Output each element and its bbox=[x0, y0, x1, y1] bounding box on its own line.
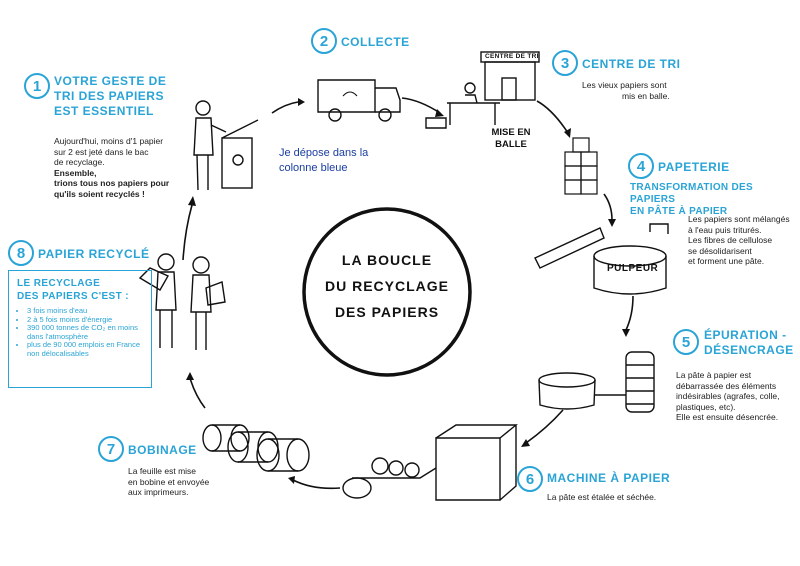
step-5-desc-line: indésirables (agrafes, colle, bbox=[676, 391, 780, 401]
step-1-description: Aujourd'hui, moins d'1 papier sur 2 est … bbox=[54, 136, 169, 199]
step-4-desc-line: à l'eau puis triturés. bbox=[688, 224, 762, 235]
step-7-desc-line: aux imprimeurs. bbox=[128, 487, 189, 497]
step-3-description: Les vieux papiers sont mis en balle. bbox=[582, 80, 670, 101]
deposit-note: Je dépose dans la colonne bleue bbox=[279, 147, 369, 174]
pulper-drawing bbox=[534, 223, 669, 295]
step-1-title-line: TRI DES PAPIERS bbox=[54, 89, 164, 103]
bale-label-line: BALLE bbox=[495, 139, 527, 150]
step-4-subtitle-line: TRANSFORMATION DES PAPIERS bbox=[630, 182, 753, 205]
benefits-item: 390 000 tonnes de CO₂ en moins dans l'at… bbox=[27, 323, 145, 341]
step-4-description: Les papiers sont mélangés à l'eau puis t… bbox=[688, 214, 790, 267]
benefits-list: 3 fois moins d'eau 2 à 5 fois moins d'én… bbox=[9, 306, 151, 358]
step-2-number: 2 bbox=[311, 28, 337, 54]
step-5-desc-line: Elle est ensuite désencrée. bbox=[676, 412, 779, 422]
arrow-bales-to-4 bbox=[603, 193, 613, 221]
benefits-title-line: LE RECYCLAGE bbox=[17, 278, 101, 289]
step-1-desc-bold-line: trions tous nos papiers pour bbox=[54, 178, 170, 188]
step-5-desc-line: La pâte à papier est bbox=[676, 370, 752, 380]
center-circle bbox=[302, 207, 472, 377]
center-title-line: DES PAPIERS bbox=[334, 304, 440, 320]
center-title: LA BOUCLE DU RECYCLAGE DES PAPIERS bbox=[312, 247, 462, 325]
step-5-desc-line: débarrassée des éléments bbox=[676, 380, 777, 391]
step-3-title: CENTRE DE TRI bbox=[582, 57, 681, 71]
person-sorting-drawing bbox=[193, 100, 259, 191]
step-4-desc-line: Les papiers sont mélangés bbox=[688, 214, 790, 224]
collection-truck-drawing bbox=[317, 79, 401, 122]
step-1-desc-line: de recyclage. bbox=[54, 157, 105, 167]
cleaning-machine-drawing bbox=[538, 351, 655, 413]
benefits-item: plus de 90 000 emplois en France non dél… bbox=[27, 340, 145, 358]
benefits-title: LE RECYCLAGE DES PAPIERS C'EST : bbox=[9, 271, 151, 307]
step-4-title: PAPETERIE bbox=[658, 160, 730, 174]
people-reading-drawing bbox=[138, 253, 226, 350]
paper-rolls-drawing bbox=[202, 424, 310, 472]
step-1-desc-bold-line: qu'ils soient recyclés ! bbox=[54, 188, 145, 199]
arrow-1-to-2 bbox=[271, 101, 299, 114]
step-5-title-line: DÉSENCRAGE bbox=[704, 343, 794, 357]
step-4-desc-line: et forment une pâte. bbox=[688, 256, 765, 266]
arrow-7-to-8 bbox=[189, 377, 206, 409]
step-6-description: La pâte est étalée et séchée. bbox=[547, 492, 657, 502]
step-1-title-line: EST ESSENTIEL bbox=[54, 104, 154, 118]
benefits-item: 3 fois moins d'eau bbox=[27, 306, 145, 316]
sorting-centre-drawing bbox=[425, 51, 540, 129]
step-4-number: 4 bbox=[628, 153, 654, 179]
step-7-title: BOBINAGE bbox=[128, 443, 197, 457]
step-5-title: ÉPURATION - DÉSENCRAGE bbox=[704, 328, 794, 358]
benefits-item: 2 à 5 fois moins d'énergie bbox=[27, 315, 145, 325]
step-5-description: La pâte à papier est débarrassée des élé… bbox=[676, 370, 779, 423]
step-4-subtitle-line: EN PÂTE À PAPIER bbox=[630, 206, 728, 217]
step-1-desc-line: sur 2 est jeté dans le bac bbox=[54, 146, 149, 157]
arrow-5-to-6 bbox=[525, 409, 564, 444]
center-title-line: LA BOUCLE bbox=[341, 252, 433, 268]
step-5-desc-line: plastiques, etc). bbox=[676, 401, 736, 412]
step-5-number: 5 bbox=[673, 329, 699, 355]
bale-label-line: MISE EN bbox=[491, 127, 531, 138]
paper-bales-drawing bbox=[564, 137, 598, 195]
sorting-centre-sign: CENTRE DE TRI bbox=[485, 53, 539, 60]
benefits-box: LE RECYCLAGE DES PAPIERS C'EST : 3 fois … bbox=[8, 270, 152, 388]
step-7-desc-line: La feuille est mise bbox=[128, 466, 197, 476]
step-2-title: COLLECTE bbox=[341, 35, 410, 49]
step-7-description: La feuille est mise en bobine et envoyée… bbox=[128, 466, 209, 498]
step-5-title-line: ÉPURATION - bbox=[704, 328, 787, 342]
arrow-6-to-7 bbox=[292, 479, 341, 490]
step-7-number: 7 bbox=[98, 436, 124, 462]
center-title-line: DU RECYCLAGE bbox=[324, 278, 449, 294]
step-8-title: PAPIER RECYCLÉ bbox=[38, 247, 150, 261]
step-6-title: MACHINE À PAPIER bbox=[547, 471, 671, 485]
step-6-number: 6 bbox=[517, 466, 543, 492]
step-1-desc-bold-line: Ensemble, bbox=[54, 167, 97, 178]
step-1-number: 1 bbox=[24, 73, 50, 99]
step-8-number: 8 bbox=[8, 240, 34, 266]
arrow-heads bbox=[186, 98, 630, 484]
arrow-2-to-3 bbox=[401, 97, 441, 114]
step-4-desc-line: Les fibres de cellulose bbox=[688, 235, 773, 245]
arrow-8-to-1 bbox=[182, 204, 193, 261]
pulper-label: PULPEUR bbox=[607, 263, 659, 274]
step-3-desc-line: Les vieux papiers sont bbox=[582, 80, 667, 90]
step-4-subtitle: TRANSFORMATION DES PAPIERS EN PÂTE À PAP… bbox=[630, 182, 800, 218]
step-1-desc-line: Aujourd'hui, moins d'1 papier bbox=[54, 136, 164, 146]
step-3-desc-line: mis en balle. bbox=[622, 90, 670, 101]
benefits-title-line: DES PAPIERS C'EST : bbox=[17, 291, 130, 302]
step-7-desc-line: en bobine et envoyée bbox=[128, 476, 210, 487]
bale-label: MISE EN BALLE bbox=[485, 127, 537, 151]
step-1-title-line: VOTRE GESTE DE bbox=[54, 74, 167, 88]
arrow-3-to-bales bbox=[536, 100, 569, 134]
paper-machine-drawing bbox=[342, 424, 518, 501]
arrow-4-to-5 bbox=[625, 295, 634, 331]
step-4-desc-line: se désolidarisent bbox=[688, 245, 752, 256]
step-3-number: 3 bbox=[552, 50, 578, 76]
step-1-title: VOTRE GESTE DE TRI DES PAPIERS EST ESSEN… bbox=[54, 74, 166, 119]
